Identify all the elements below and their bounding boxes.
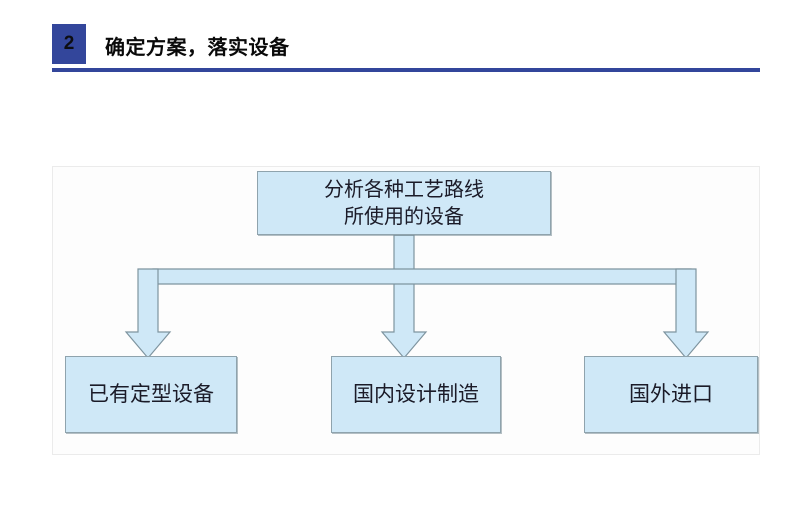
node-label: 国外进口 [629,382,713,407]
node-label: 国内设计制造 [353,382,479,407]
flowchart-node-domestic-manufacture[interactable]: 国内设计制造 [331,356,501,433]
center-branch-arrow [380,234,428,359]
flowchart-node-existing-equipment[interactable]: 已有定型设备 [65,356,237,433]
node-label: 分析各种工艺路线 所使用的设备 [324,177,484,228]
node-label: 已有定型设备 [88,382,214,407]
flowchart-node-foreign-import[interactable]: 国外进口 [584,356,758,433]
header-divider [52,68,760,72]
left-branch-arrow [124,268,172,359]
step-number-badge: 2 [52,24,86,64]
flowchart-connectors [124,234,710,359]
flowchart-node-analyze-equipment[interactable]: 分析各种工艺路线 所使用的设备 [257,171,551,235]
page-title: 确定方案，落实设备 [105,34,290,59]
horizontal-bus [152,268,692,285]
right-branch-arrow [662,268,710,359]
page-header: 2 确定方案，落实设备 [0,0,808,90]
flowchart-container: 分析各种工艺路线 所使用的设备 已有定型设备 国内设计制造 国外进口 [52,166,760,455]
